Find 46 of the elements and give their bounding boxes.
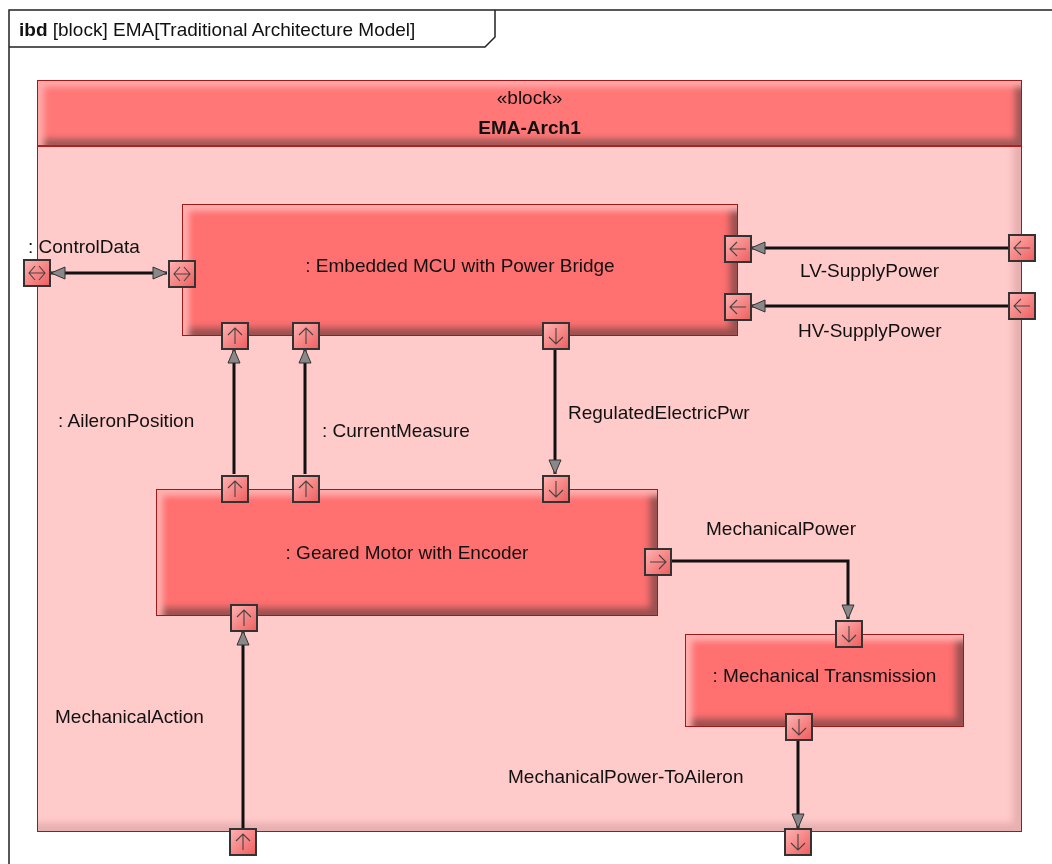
part-box: [182, 204, 738, 336]
frame-title: ibd [block] EMA[Traditional Architecture Model]: [19, 19, 416, 41]
port: [724, 293, 752, 321]
connector: [236, 630, 250, 828]
block-name: EMA-Arch1: [477, 117, 582, 139]
port: [221, 322, 249, 350]
connector: [750, 241, 1008, 255]
connector-label: LV-SupplyPower: [800, 260, 940, 282]
connector: [298, 348, 312, 474]
stereotype-label: «block»: [495, 87, 564, 109]
port: [229, 828, 257, 856]
port: [23, 259, 51, 287]
connector: [548, 349, 562, 475]
connector-label: MechanicalAction: [55, 706, 204, 728]
port: [542, 475, 570, 503]
part-box: [156, 489, 658, 616]
port: [292, 322, 320, 350]
port: [785, 713, 813, 741]
port: [1008, 292, 1036, 320]
port: [230, 604, 258, 632]
connector: [50, 266, 168, 280]
port: [1008, 234, 1036, 262]
connector-label: HV-SupplyPower: [798, 320, 942, 342]
part-name: : Embedded MCU with Power Bridge: [305, 255, 615, 277]
connector-label: MechanicalPower: [706, 518, 856, 540]
connector-label: RegulatedElectricPwr: [568, 402, 750, 424]
connector: [227, 348, 241, 474]
connector: [791, 740, 805, 829]
port: [724, 235, 752, 263]
part-name: : Geared Motor with Encoder: [285, 541, 529, 564]
part-name: : Mechanical Transmission: [712, 664, 937, 687]
port: [784, 828, 812, 856]
port: [644, 548, 672, 576]
port: [835, 620, 863, 648]
block-container: [37, 80, 1022, 832]
connector-label: : AileronPosition: [58, 410, 195, 432]
connector-label: MechanicalPower-ToAileron: [508, 766, 744, 788]
port: [168, 260, 196, 288]
connector-label: : ControlData: [28, 236, 140, 258]
port: [542, 322, 570, 350]
connector: [750, 299, 1008, 313]
port: [221, 475, 249, 503]
part-box: [685, 634, 964, 727]
connector-label: : CurrentMeasure: [322, 420, 470, 442]
connector: [671, 559, 855, 620]
port: [292, 475, 320, 503]
